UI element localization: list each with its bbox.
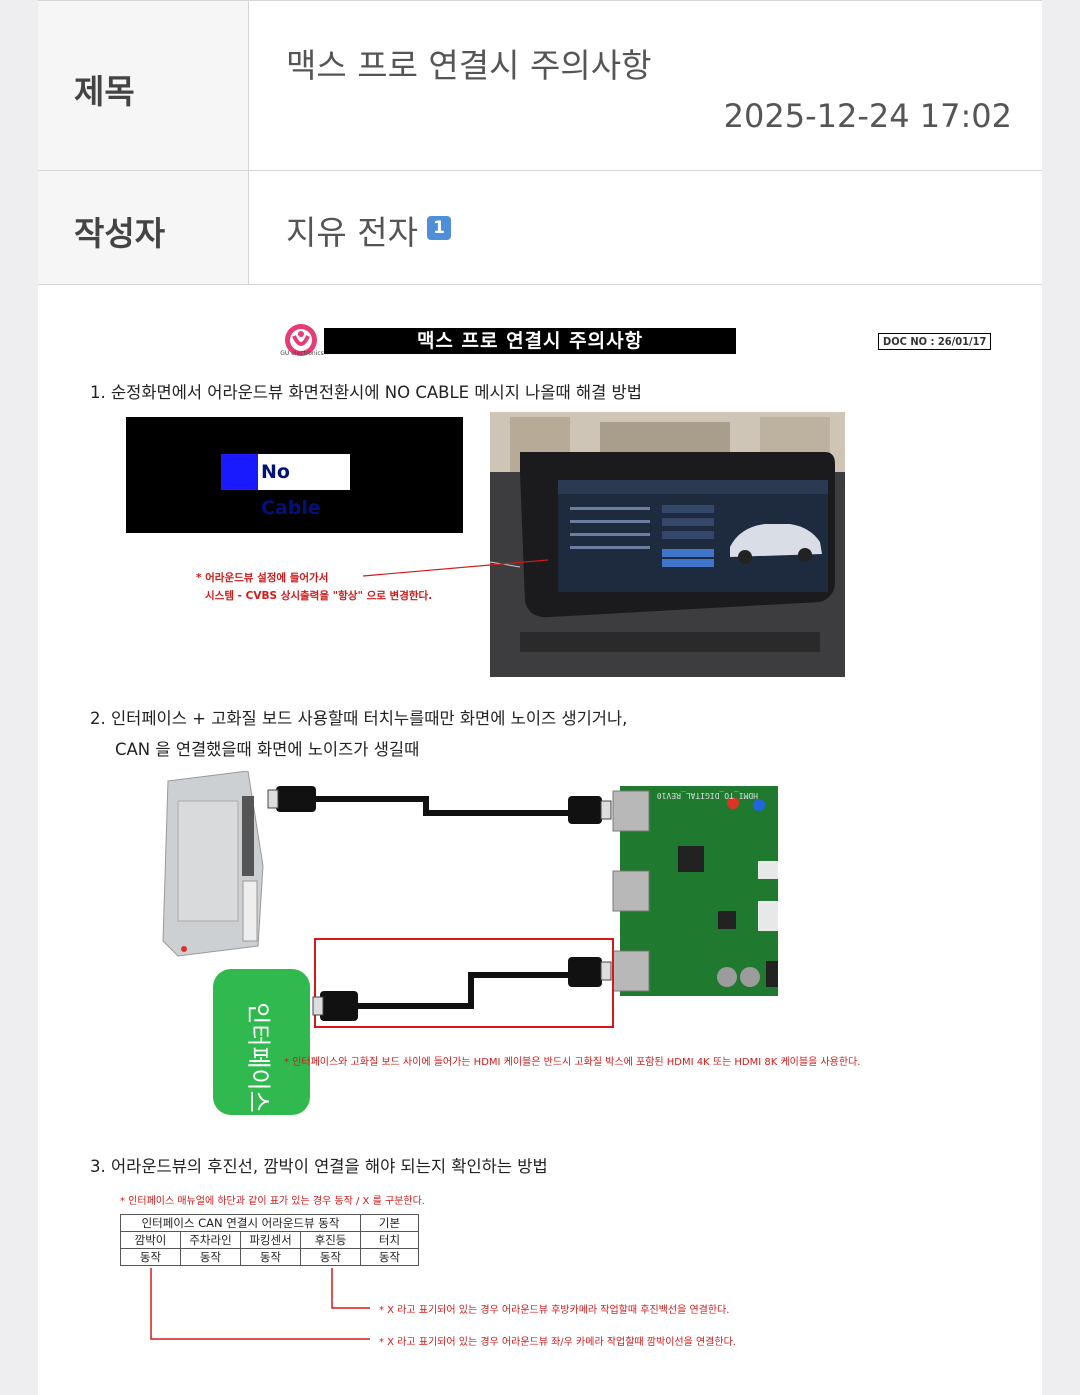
table-row: 동작 동작 동작 동작 동작 (120, 1248, 419, 1266)
connection-diagram: HDMI_TO_DIGITAL_REV10 (162, 771, 778, 1115)
author-label-cell: 작성자 (38, 171, 249, 284)
table-col-reverse-light: 후진등 (300, 1231, 361, 1249)
table-header-basic: 기본 (360, 1214, 419, 1232)
document-image: GU electronics 맥스 프로 연결시 주의사항 DOC NO : 2… (38, 286, 1042, 1395)
doc-number: DOC NO : 26/01/17 (878, 333, 992, 350)
section-3-note-reverse: * X 라고 표기되어 있는 경우 어라운드뷰 후방카메라 작업할때 후진백선을… (379, 1305, 730, 1316)
author-label: 작성자 (74, 214, 166, 253)
author-name[interactable]: 지유 전자 (286, 213, 418, 252)
table-col-parking-line: 주차라인 (180, 1231, 241, 1249)
section-3-note-top: * 인터페이스 매뉴얼에 하단과 같이 표가 있는 경우 동작 / X 를 구분… (120, 1196, 425, 1207)
table-row: 깜박이 주차라인 파킹센서 후진등 터치 (120, 1231, 419, 1249)
table-value: 동작 (180, 1248, 241, 1266)
table-header-main: 인터페이스 CAN 연결시 어라운드뷰 동작 (120, 1214, 361, 1232)
table-col-blinker: 깜박이 (120, 1231, 181, 1249)
table-col-touch: 터치 (360, 1231, 419, 1249)
can-table: 인터페이스 CAN 연결시 어라운드뷰 동작 기본 깜박이 주차라인 파킹센서 … (120, 1214, 419, 1266)
post-date: 2025-12-24 17:02 (723, 97, 1012, 135)
section-2-heading-line-1: 2. 인터페이스 + 고화질 보드 사용할때 터치누를때만 화면에 노이즈 생기… (90, 709, 628, 728)
doc-title-banner: 맥스 프로 연결시 주의사항 (324, 328, 736, 354)
table-value: 동작 (300, 1248, 361, 1266)
section-1-note-line-1: * 어라운드뷰 설정에 들어가서 (196, 572, 329, 584)
table-value: 동작 (120, 1248, 181, 1266)
note-pointer-line (362, 559, 549, 577)
car-screen-illustration (490, 412, 845, 677)
table-row: 인터페이스 CAN 연결시 어라운드뷰 동작 기본 (120, 1214, 419, 1232)
section-1-note-line-2: 시스템 - CVBS 상시출력을 "항상" 으로 변경한다. (205, 590, 433, 602)
section-2-heading-line-2: CAN 을 연결했을때 화면에 노이즈가 생길때 (115, 740, 420, 759)
title-row: 제목 맥스 프로 연결시 주의사항 2025-12-24 17:02 (38, 0, 1042, 171)
section-3-heading: 3. 어라운드뷰의 후진선, 깜박이 연결을 해야 되는지 확인하는 방법 (90, 1157, 548, 1176)
section-1-heading: 1. 순정화면에서 어라운드뷰 화면전환시에 NO CABLE 메시지 나올때 … (90, 383, 642, 402)
interface-label: 인터페이스 (245, 1001, 273, 1113)
board-label: HDMI_TO_DIGITAL_REV10 (657, 791, 758, 800)
post-title: 맥스 프로 연결시 주의사항 (286, 46, 652, 85)
section-3-note-blinker: * X 라고 표기되어 있는 경우 어라운드뷰 좌/우 카메라 작업할때 깜박이… (379, 1337, 736, 1348)
no-cable-blue-block (221, 454, 259, 490)
author-level-icon: 1 (427, 216, 451, 240)
no-cable-message: No Cable (258, 454, 350, 519)
section-2-note: * 인터페이스와 고화질 보드 사이에 들어가는 HDMI 케이블은 반드시 고… (284, 1057, 861, 1068)
table-col-parking-sensor: 파킹센서 (240, 1231, 301, 1249)
post-page: 제목 맥스 프로 연결시 주의사항 2025-12-24 17:02 작성자 지… (38, 0, 1042, 1395)
logo-text: GU electronics (280, 350, 324, 357)
table-value: 동작 (240, 1248, 301, 1266)
gu-logo-icon (285, 324, 317, 356)
author-row: 작성자 (38, 171, 1042, 285)
title-label-cell: 제목 (38, 1, 249, 170)
title-label: 제목 (74, 72, 135, 111)
table-value: 동작 (360, 1248, 419, 1266)
car-screen-photo (490, 412, 845, 677)
table-callout-lines (150, 1268, 370, 1340)
